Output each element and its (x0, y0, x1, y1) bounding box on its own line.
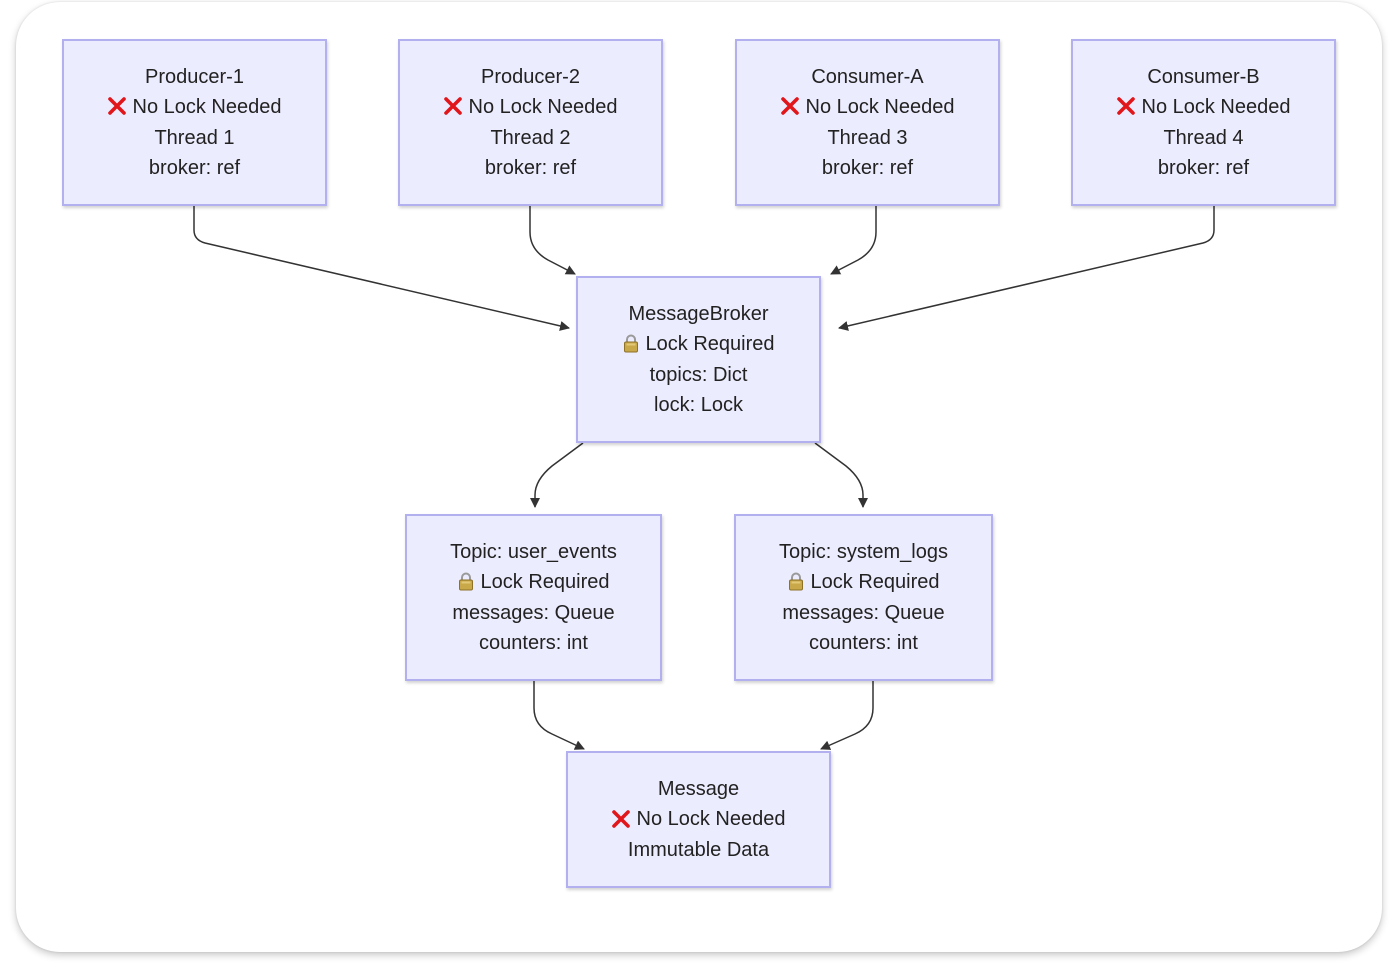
node-producer-1[interactable]: Producer-1 No Lock Needed Thread 1 broke… (62, 39, 327, 206)
cross-icon (1116, 97, 1135, 116)
node-field: broker: ref (1157, 157, 1250, 179)
lock-icon (788, 572, 803, 591)
node-status: No Lock Needed (1116, 92, 1291, 123)
node-status-label: Lock Required (645, 333, 775, 355)
node-status: No Lock Needed (611, 804, 786, 835)
node-status-label: No Lock Needed (1141, 96, 1291, 118)
node-field: Immutable Data (627, 838, 770, 861)
node-status-label: Lock Required (480, 571, 610, 593)
node-status: Lock Required (788, 567, 940, 598)
node-producer-2[interactable]: Producer-2 No Lock Needed Thread 2 broke… (398, 39, 663, 206)
node-title: Producer-1 (145, 65, 244, 88)
cross-icon (780, 97, 799, 116)
node-consumer-b[interactable]: Consumer-B No Lock Needed Thread 4 broke… (1071, 39, 1336, 206)
node-thread: Thread 4 (1163, 126, 1244, 149)
node-consumer-a[interactable]: Consumer-A No Lock Needed Thread 3 broke… (735, 39, 1000, 206)
cross-icon (611, 809, 630, 828)
node-status-label: No Lock Needed (132, 96, 282, 118)
lock-icon (623, 334, 638, 353)
node-field: broker: ref (484, 157, 577, 179)
node-field: counters: int (479, 632, 588, 654)
node-title: Message (657, 777, 740, 800)
node-title: Topic: user_events (450, 540, 617, 563)
node-status-label: No Lock Needed (636, 808, 786, 831)
cross-icon (107, 97, 126, 116)
node-field: messages: Queue (452, 601, 615, 624)
node-topic-user-events[interactable]: Topic: user_events Lock Required message… (405, 514, 662, 681)
node-field: broker: ref (148, 157, 241, 179)
node-topic-system-logs[interactable]: Topic: system_logs Lock Required message… (734, 514, 993, 681)
cross-icon (443, 97, 462, 116)
node-field: lock: Lock (654, 394, 743, 416)
node-title: Topic: system_logs (779, 540, 948, 563)
node-title: MessageBroker (628, 302, 769, 325)
node-field: broker: ref (821, 157, 914, 179)
node-status: No Lock Needed (780, 92, 955, 123)
node-status-label: No Lock Needed (468, 96, 618, 118)
node-thread: Thread 1 (154, 126, 235, 149)
node-field: messages: Queue (782, 601, 945, 624)
node-status: Lock Required (623, 329, 775, 360)
node-status: Lock Required (458, 567, 610, 598)
node-message-broker[interactable]: MessageBroker Lock Required topics: Dict… (576, 276, 821, 443)
node-status: No Lock Needed (443, 92, 618, 123)
lock-icon (458, 572, 473, 591)
node-field: topics: Dict (649, 363, 748, 386)
node-status-label: No Lock Needed (805, 96, 955, 118)
node-thread: Thread 3 (827, 126, 908, 149)
node-title: Producer-2 (481, 65, 580, 88)
node-title: Consumer-B (1147, 65, 1260, 88)
node-field: counters: int (809, 632, 918, 654)
node-message[interactable]: Message No Lock Needed Immutable Data (566, 751, 831, 888)
node-status: No Lock Needed (107, 92, 282, 123)
node-thread: Thread 2 (490, 126, 571, 149)
node-title: Consumer-A (811, 65, 924, 88)
node-status-label: Lock Required (810, 571, 940, 593)
